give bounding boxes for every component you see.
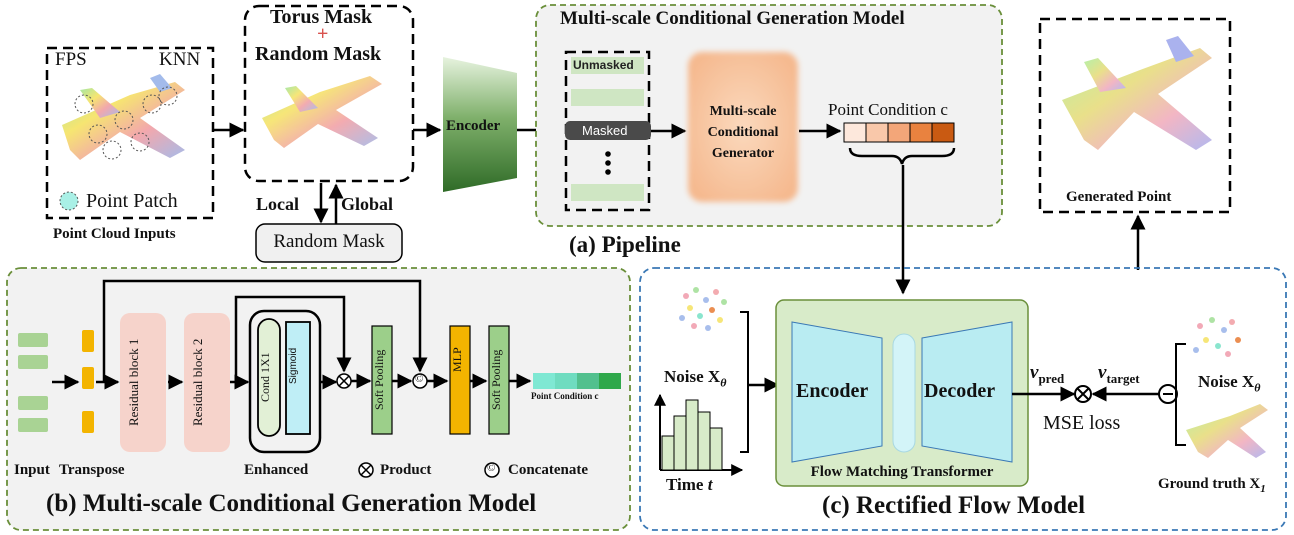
global-label: Global	[341, 194, 394, 214]
input-blocks	[18, 333, 48, 432]
fm-label: Flow Matching Transformer	[810, 464, 994, 480]
v-target-sub: target	[1106, 370, 1140, 386]
generator-label: Multi-scale Conditional Generator	[688, 101, 798, 164]
pipeline-panel-title: Multi-scale Conditional Generation Model	[560, 8, 905, 29]
generator-line-2: Conditional	[707, 125, 779, 140]
soft-pooling-1-label: Soft Pooling	[372, 349, 386, 411]
concat-legend-icon	[484, 462, 500, 478]
time-label: Time t	[666, 475, 712, 495]
concat-symbol: ©	[415, 373, 424, 385]
knn-label: KNN	[159, 49, 201, 70]
product-label: Product	[380, 462, 432, 478]
airplane-masked-image	[262, 76, 382, 148]
local-label: Local	[256, 194, 299, 214]
input-box	[45, 46, 215, 220]
cond-1x1-block	[257, 318, 281, 437]
transpose-label: Transpose	[59, 462, 125, 478]
noise-right-text: Noise X	[1198, 372, 1255, 391]
encoder-label: Encoder	[446, 118, 501, 134]
noise-right-sub: θ	[1254, 380, 1261, 395]
torus-mask-label: Torus Mask	[270, 6, 373, 28]
v-pred-text: v	[1030, 362, 1039, 383]
airplane-ground-truth-image	[1186, 404, 1268, 458]
fm-decoder-label: Decoder	[924, 380, 996, 402]
random-mask-box-label: Random Mask	[273, 231, 385, 252]
mse-loss-label: MSE loss	[1043, 412, 1121, 434]
generator-block	[688, 52, 798, 202]
point-patch-label: Point Patch	[86, 190, 178, 212]
unmasked-label: Unmasked	[573, 58, 634, 72]
condition-brace	[848, 147, 956, 165]
fm-encoder-label: Encoder	[796, 380, 869, 402]
input-label: Input	[14, 462, 50, 478]
encoder-block	[443, 57, 517, 192]
airplane-generated-image	[1062, 36, 1212, 150]
time-var: t	[707, 475, 713, 494]
point-patch-legend-icon	[59, 191, 79, 211]
unmasked-token	[571, 57, 644, 74]
ground-truth-text: Ground truth X	[1158, 476, 1261, 492]
residual-block-1	[120, 313, 166, 452]
noise-right-label: Noise Xθ	[1198, 372, 1260, 395]
v-pred-label: vpred	[1030, 362, 1064, 387]
mask-box	[243, 4, 415, 183]
noise-cloud-right	[1193, 317, 1241, 357]
concat-legend-symbol: ©	[487, 462, 496, 474]
fm-bottleneck	[892, 333, 916, 453]
sigmoid-block	[285, 321, 311, 435]
point-condition-bar	[843, 122, 955, 143]
enhanced-label: Enhanced	[244, 462, 309, 478]
generated-point-label: Generated Point	[1066, 189, 1172, 205]
ground-truth-sub: 1	[1260, 483, 1266, 495]
random-mask-box	[255, 223, 403, 263]
token-last	[571, 184, 644, 201]
panel-c	[639, 267, 1287, 531]
masked-token	[565, 121, 651, 140]
token-2	[571, 89, 644, 106]
input-caption: Point Cloud Inputs	[53, 226, 176, 242]
time-text: Time	[666, 475, 708, 494]
sigmoid-label: Sigmoid	[288, 347, 299, 385]
panel-c-caption: (c) Rectified Flow Model	[822, 492, 1086, 519]
fm-decoder	[921, 321, 1013, 463]
cond-1x1-label: Cond 1X1	[258, 352, 272, 402]
generator-line-1: Multi-scale	[709, 104, 777, 119]
point-condition-label: Point Condition c	[828, 100, 948, 119]
time-histogram	[661, 399, 723, 471]
generator-line-3: Generator	[711, 146, 775, 161]
fps-label: FPS	[55, 49, 87, 70]
point-condition-b-label: Point Condition c	[531, 391, 599, 401]
panel-b-caption: (b) Multi-scale Conditional Generation M…	[46, 490, 537, 517]
noise-left-label: Noise Xθ	[664, 367, 726, 390]
generated-point-box	[1038, 17, 1232, 214]
patch-circles	[74, 86, 178, 160]
random-mask-label: Random Mask	[255, 43, 382, 65]
masked-label: Masked	[582, 123, 628, 138]
v-target-label: vtarget	[1098, 362, 1140, 387]
ground-truth-label: Ground truth X1	[1158, 476, 1266, 495]
noise-left-sub: θ	[720, 375, 727, 390]
transpose-blocks	[82, 330, 94, 433]
residual-block-2-label: Residual block 2	[190, 338, 205, 426]
plus-icon: +	[317, 23, 329, 45]
concat-label: Concatenate	[508, 462, 588, 478]
noise-cloud-left	[679, 287, 727, 331]
noise-left-text: Noise X	[664, 367, 721, 386]
pipeline-caption: (a) Pipeline	[569, 232, 681, 257]
v-pred-sub: pred	[1038, 370, 1065, 386]
residual-block-2	[184, 313, 230, 452]
v-target-text: v	[1098, 362, 1107, 383]
residual-block-1-label: Residual block 1	[126, 338, 141, 426]
mlp-label: MLP	[450, 347, 464, 373]
soft-pooling-2-label: Soft Pooling	[489, 349, 503, 411]
fm-encoder	[791, 321, 883, 463]
point-condition-bar-b	[533, 373, 621, 389]
